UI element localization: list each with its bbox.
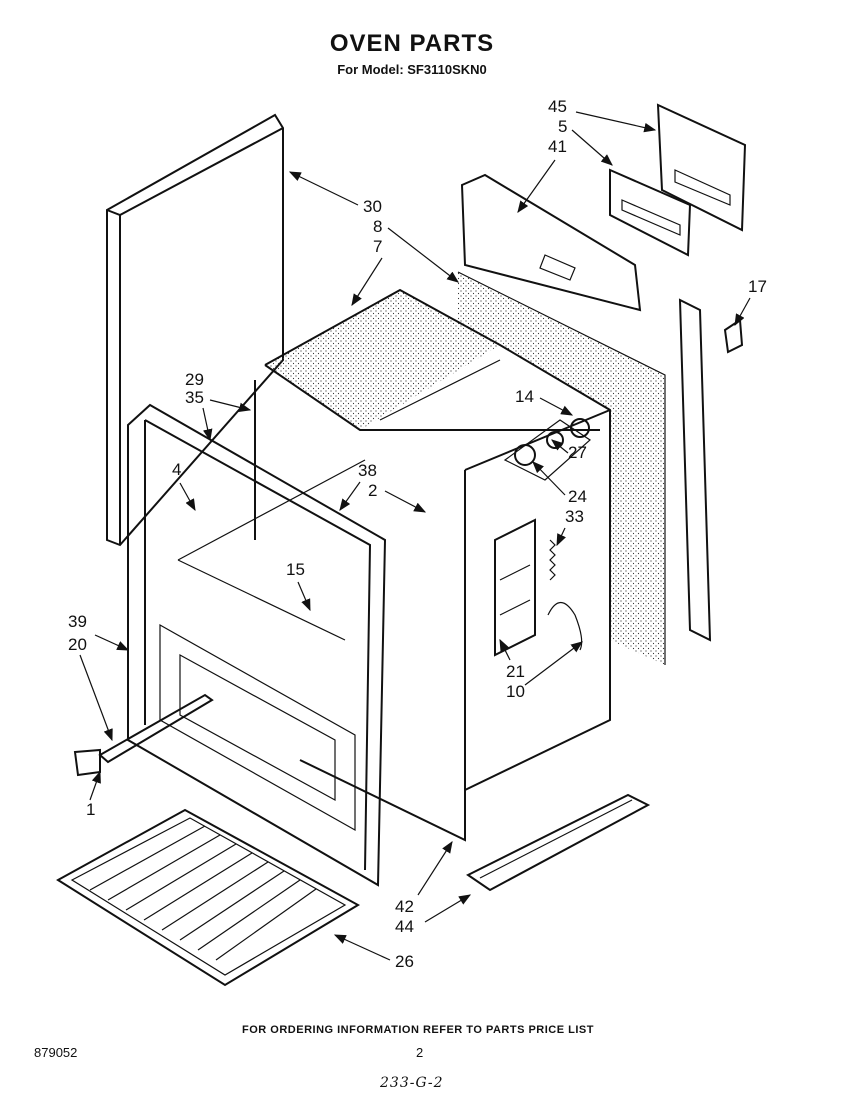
callout-39: 39 xyxy=(68,612,87,631)
clip-17 xyxy=(723,318,744,354)
callout-21: 21 xyxy=(506,662,525,681)
callout-26: 26 xyxy=(395,952,414,971)
callout-20: 20 xyxy=(68,635,87,654)
callout-15: 15 xyxy=(286,560,305,579)
oven-rack xyxy=(56,808,361,987)
broiler-tray xyxy=(466,793,651,892)
wire-10 xyxy=(547,601,583,651)
callout-41: 41 xyxy=(548,137,567,156)
page-number: 2 xyxy=(416,1045,424,1060)
callout-27: 27 xyxy=(568,443,587,462)
callout-14: 14 xyxy=(515,387,534,406)
bracket-45 xyxy=(656,103,747,232)
rear-panel xyxy=(460,173,642,312)
callout-4: 4 xyxy=(172,460,181,479)
bracket-5 xyxy=(609,168,692,257)
side-panel-left xyxy=(106,113,284,547)
callout-2: 2 xyxy=(368,481,377,500)
front-frame xyxy=(127,403,387,887)
callout-7: 7 xyxy=(373,237,382,256)
callout-42: 42 xyxy=(395,897,414,916)
callout-44: 44 xyxy=(395,917,414,936)
spring-33 xyxy=(549,539,556,581)
callout-10: 10 xyxy=(506,682,525,701)
insulation-blanket xyxy=(457,271,666,665)
callout-45: 45 xyxy=(548,97,567,116)
handwritten-code: 233-G-2 xyxy=(380,1075,444,1091)
callout-35: 35 xyxy=(185,388,204,407)
callout-8: 8 xyxy=(373,217,382,236)
document-number: 879052 xyxy=(34,1045,78,1060)
side-panel-right xyxy=(678,298,712,642)
leader-lines xyxy=(79,111,751,961)
callout-29: 29 xyxy=(185,370,204,389)
callout-33: 33 xyxy=(565,507,584,526)
callout-17: 17 xyxy=(748,277,767,296)
rack-slide xyxy=(73,693,214,777)
ordering-note: FOR ORDERING INFORMATION REFER TO PARTS … xyxy=(242,1024,594,1036)
callout-38: 38 xyxy=(358,461,377,480)
callout-1: 1 xyxy=(86,800,95,819)
oven-liner xyxy=(254,288,611,842)
model-subtitle: For Model: SF3110SKN0 xyxy=(337,62,487,77)
callout-24: 24 xyxy=(568,487,587,506)
callout-30: 30 xyxy=(363,197,382,216)
callout-5: 5 xyxy=(558,117,567,136)
page-title: OVEN PARTS xyxy=(329,30,495,57)
oven-light-assembly xyxy=(503,418,591,481)
vent-bracket-21 xyxy=(494,518,536,657)
